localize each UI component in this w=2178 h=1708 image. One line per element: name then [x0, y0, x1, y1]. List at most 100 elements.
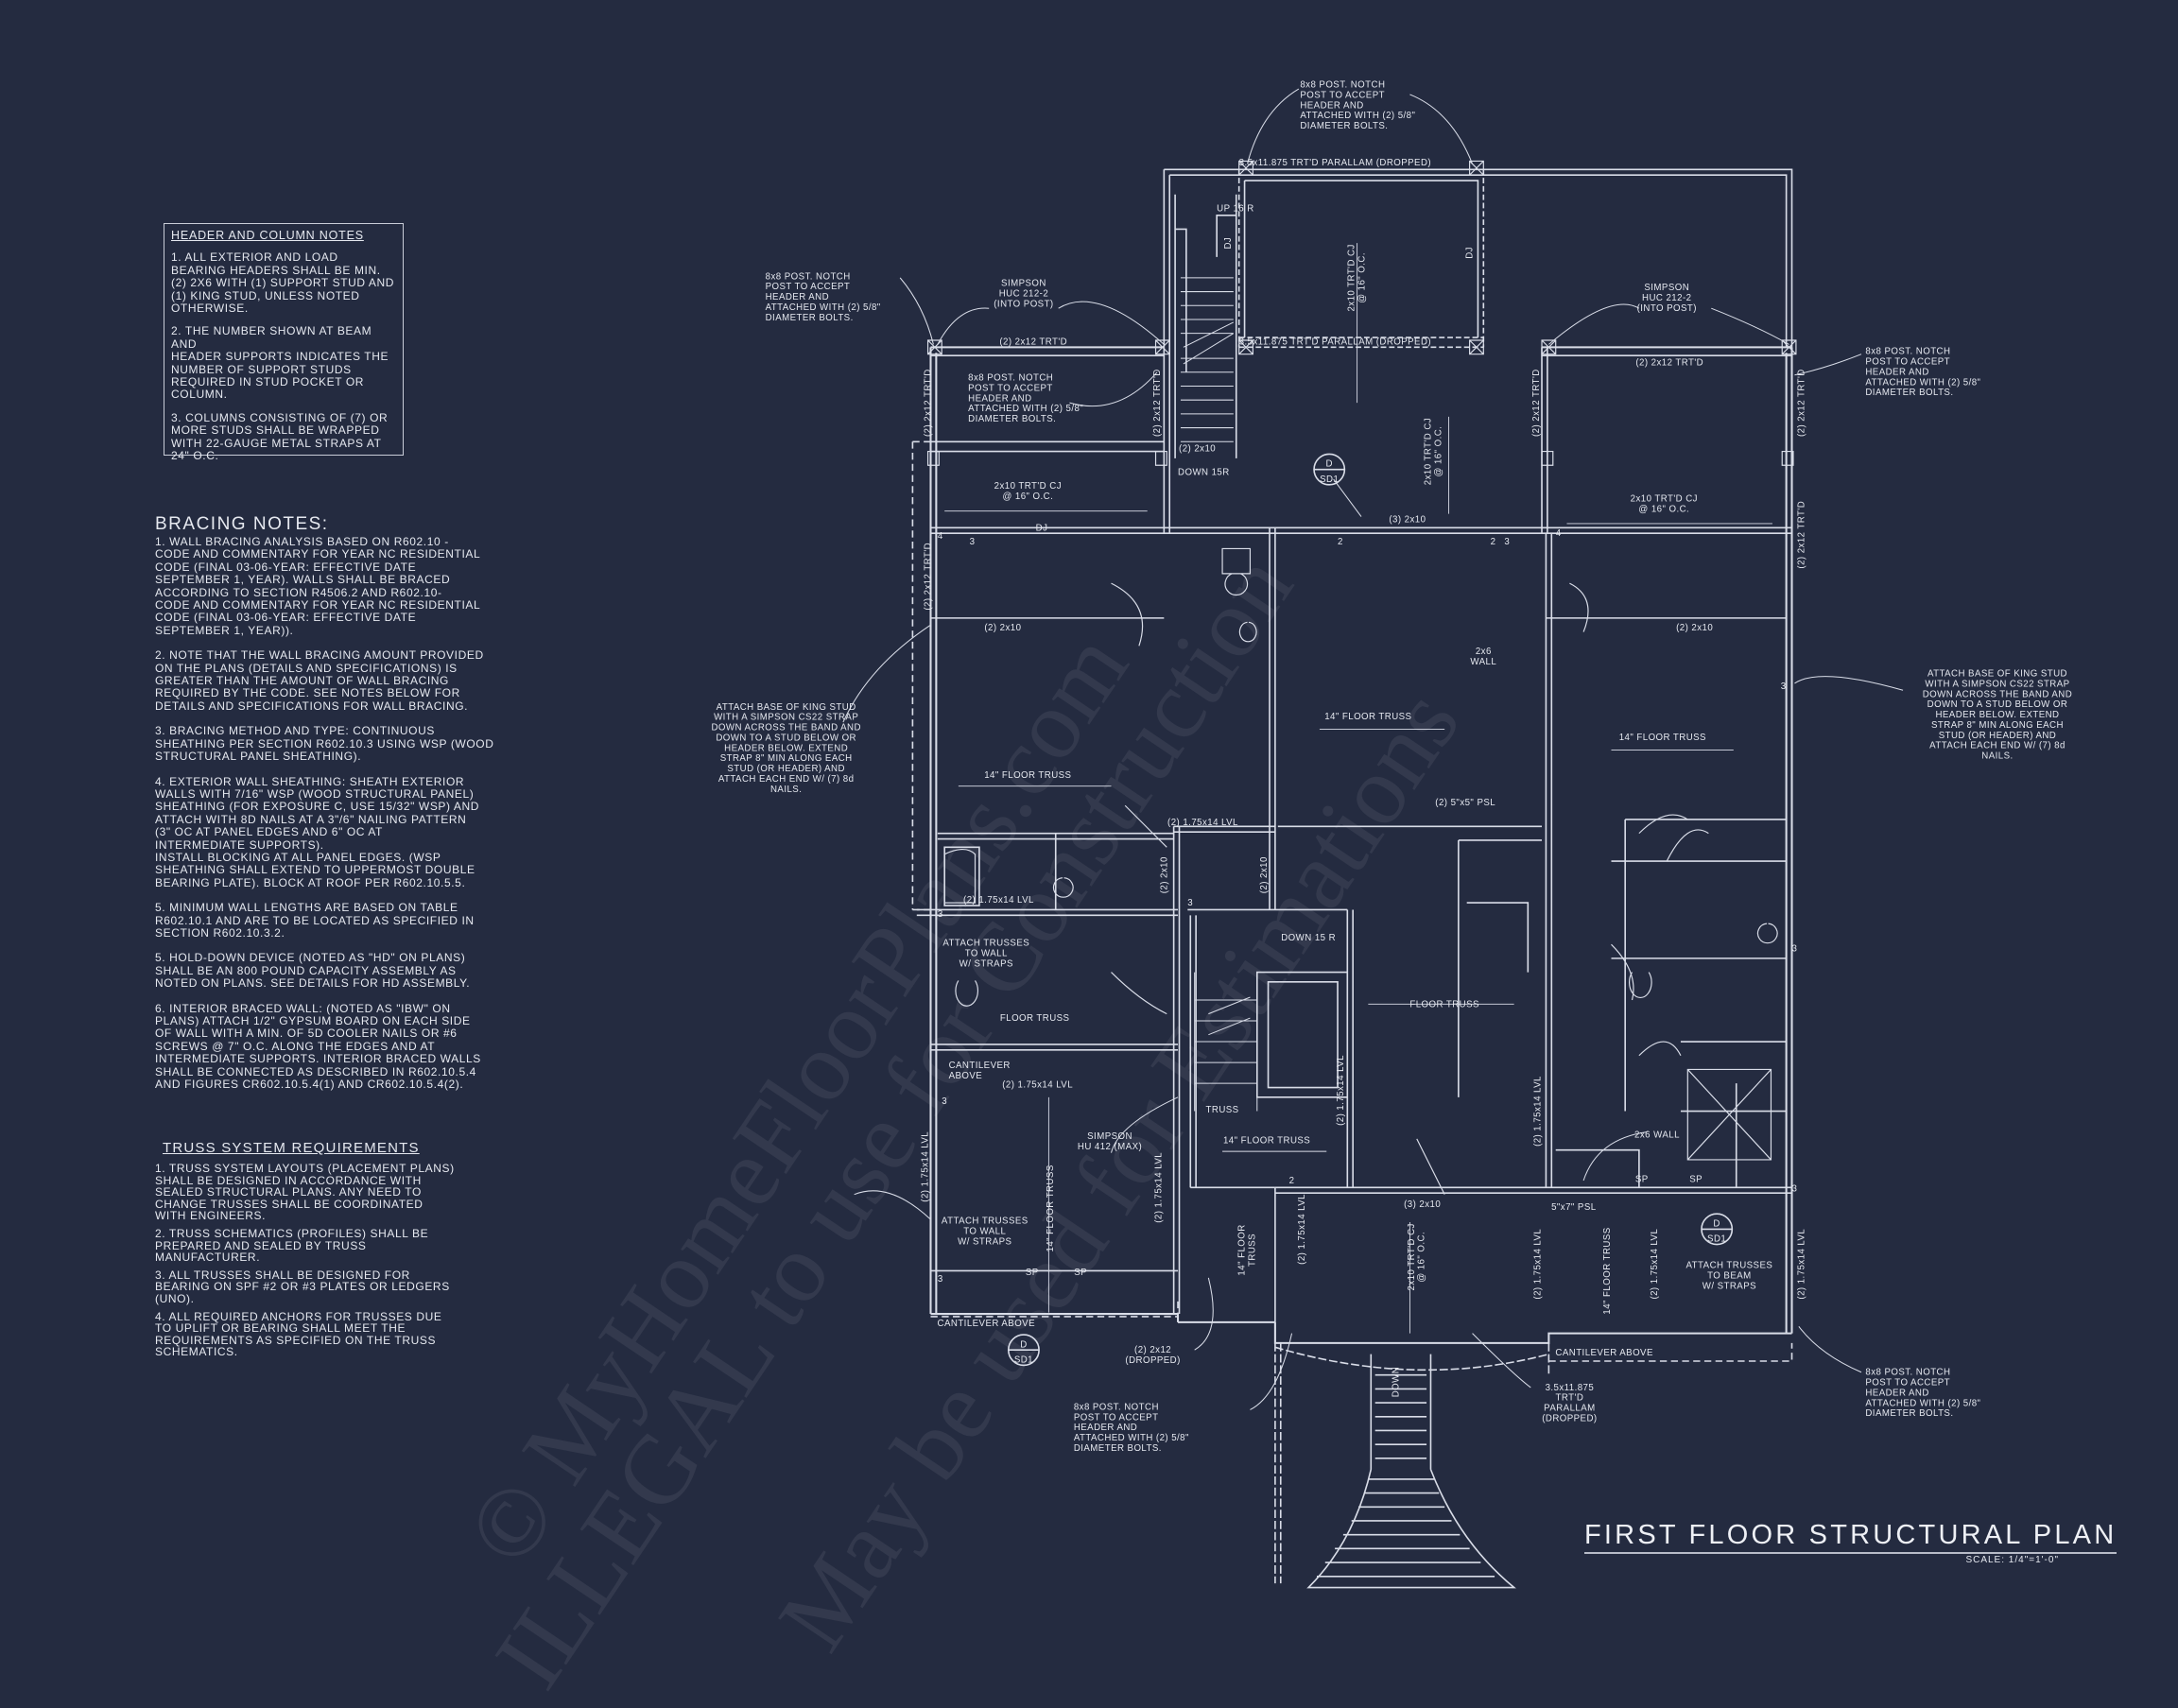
- beam-label-line: (2) 1.75x14 LVL: [1336, 1055, 1346, 1126]
- sp-label-line: SP: [1689, 1174, 1703, 1184]
- detail-tag-circles: [1007, 453, 1734, 1367]
- beam-lines: [916, 354, 1792, 1272]
- stud-count-line: 3: [1792, 1184, 1798, 1195]
- strap-callout-line: STRAP 8" MIN ALONG EACH: [1931, 720, 2064, 731]
- sp-label: SP: [1026, 1268, 1039, 1278]
- joist-label-line: 2x10 TRT'D CJ: [994, 481, 1062, 492]
- note-line: HEADER SUPPORTS INDICATES THE: [171, 350, 389, 364]
- truss-label-line: 14" FLOOR TRUSS: [984, 770, 1071, 781]
- note-line: SHALL BE AN 800 POUND CAPACITY ASSEMBLY …: [155, 963, 457, 977]
- beam-label-line: (2) 1.75x14 LVL: [963, 895, 1034, 906]
- detail-tag: SD1: [1014, 1354, 1033, 1365]
- stud-count-line: 3: [1504, 537, 1510, 547]
- beam-label: (2) 1.75x14 LVL: [1153, 1152, 1164, 1223]
- front-porch: [1274, 1342, 1550, 1584]
- stair-label: DOWN: [1392, 1367, 1402, 1397]
- note-line: 2. THE NUMBER SHOWN AT BEAM AND: [171, 324, 372, 351]
- porch-inner: [1243, 180, 1479, 338]
- header-label-line: (2) 2x12 TRT'D: [999, 336, 1067, 347]
- note-line: OF WALL WITH A MIN. OF 5d COOLER NAILS O…: [155, 1027, 458, 1041]
- post-callout-line: ATTACHED WITH (2) 5/8": [1865, 377, 1980, 388]
- header-label-line: (2) 2x10: [1259, 856, 1270, 893]
- hanger-label-line: (INTO POST): [1637, 303, 1697, 314]
- note-line: CODE (FINAL 03-06-YEAR: EFFECTIVE DATE: [155, 611, 417, 625]
- truss-label: 14" FLOOR TRUSS: [1046, 1165, 1056, 1251]
- post-callout-line: 8x8 POST. NOTCH: [1865, 347, 1950, 357]
- note-line: 2. TRUSS SCHEMATICS (PROFILES) SHALL BE: [155, 1226, 429, 1240]
- strap-callout-line: NAILS.: [770, 785, 802, 795]
- post-callout-line: ATTACHED WITH (2) 5/8": [766, 302, 881, 313]
- strap-callout-line: ATTACH TRUSSES: [942, 1216, 1028, 1227]
- drawing-scale: SCALE: 1/4"=1'-0": [1965, 1555, 2059, 1565]
- stud-count: 4: [938, 531, 943, 542]
- upper-stair: [1174, 194, 1237, 458]
- stud-count: 3: [1187, 898, 1193, 908]
- truss-note-item: 1. TRUSS SYSTEM LAYOUTS (PLACEMENT PLANS…: [155, 1163, 455, 1222]
- header-label-line: (2) 2x12 TRT'D: [1635, 357, 1703, 368]
- beam-label-line: (2) 1.75x14 LVL: [1533, 1076, 1544, 1147]
- stud-count-line: 3: [1781, 681, 1787, 692]
- note-line: R602.10.1 AND ARE TO BE LOCATED AS SPECI…: [155, 913, 475, 927]
- bracing-note-item: 1. WALL BRACING ANALYSIS BASED ON R602.1…: [155, 535, 494, 637]
- note-line: MANUFACTURER.: [155, 1251, 261, 1265]
- stud-count-line: 4: [938, 531, 943, 542]
- header-label: (2) 2x10: [1159, 856, 1169, 893]
- stud-count-line: 3: [942, 1096, 947, 1107]
- drawing-title: FIRST FLOOR STRUCTURAL PLAN: [1584, 1520, 2118, 1554]
- stud-count-line: 2: [1491, 537, 1496, 547]
- note-line: BEARING ON SPF #2 OR #3 PLATES OR LEDGER…: [155, 1280, 450, 1294]
- note-line: 4. EXTERIOR WALL SHEATHING: SHEATH EXTER…: [155, 774, 465, 788]
- note-line: COLUMN.: [171, 388, 228, 402]
- stud-count: 3: [1792, 1184, 1798, 1195]
- dj-label: DJ: [1465, 247, 1476, 259]
- truss-label-line: 14" FLOOR TRUSS: [1619, 733, 1706, 743]
- header-label-line: (3) 2x10: [1404, 1199, 1441, 1210]
- note-line: BEARING PLATE). BLOCK AT ROOF PER R602.1…: [155, 875, 466, 889]
- note-line: SHEATHING (FOR EXPOSURE C, USE 15/32" WS…: [155, 800, 480, 814]
- header-label: (2) 2x12 TRT'D: [1797, 501, 1807, 569]
- strap-callout-line: HEADER BELOW. EXTEND: [1935, 710, 2059, 720]
- truss-label: FLOOR TRUSS: [1409, 999, 1479, 1009]
- note-line: 1. TRUSS SYSTEM LAYOUTS (PLACEMENT PLANS…: [155, 1162, 455, 1175]
- header-label: (2) 2x12 TRT'D: [1531, 369, 1542, 437]
- note-line: GREATER THAN THE AMOUNT OF WALL BRACING: [155, 674, 449, 688]
- note-line: ATTACH WITH 8d NAILS AT A 3"/6" NAILING …: [155, 812, 467, 826]
- post-callout-line: HEADER AND: [1865, 1388, 1928, 1398]
- beam-label: (2) 1.75x14 LVL: [1797, 1229, 1807, 1300]
- header-notes-title: HEADER AND COLUMN NOTES: [171, 229, 364, 242]
- detail-tag: D: [1325, 459, 1332, 470]
- note-line: ON THE PLANS (DETAILS AND SPECIFICATIONS…: [155, 661, 458, 675]
- header-label: (3) 2x10: [1404, 1199, 1441, 1210]
- detail-tag: SD1: [1707, 1234, 1726, 1245]
- strap-callout-line: NAILS.: [1981, 751, 2013, 762]
- beam-label: (2) 1.75x14 LVL: [1297, 1194, 1307, 1265]
- note-line: WITH 22-GAUGE METAL STRAPS AT: [171, 436, 382, 450]
- header-label-line: (2) 2x10: [1676, 623, 1713, 633]
- wall-label-line: WALL: [1470, 657, 1496, 667]
- beam-label: (2) 1.75x14 LVL: [1002, 1080, 1073, 1091]
- cantilever-label-line: CANTILEVER ABOVE: [1555, 1348, 1653, 1358]
- note-line: SHALL BE CONNECTED AS DESCRIBED IN R602.…: [155, 1064, 476, 1078]
- strap-callout-line: HEADER BELOW. EXTEND: [724, 743, 848, 753]
- note-line: STRUCTURAL PANEL SHEATHING).: [155, 750, 362, 764]
- note-line: SHALL BE DESIGNED IN ACCORDANCE WITH: [155, 1173, 422, 1187]
- note-line: 2. NOTE THAT THE WALL BRACING AMOUNT PRO…: [155, 648, 484, 663]
- header-label: (2) 2x10: [1259, 856, 1270, 893]
- stud-count-line: 3: [970, 537, 976, 547]
- note-line: AND FIGURES CR602.10.5.4(1) AND CR602.10…: [155, 1078, 464, 1092]
- sp-label-line: SP: [1635, 1174, 1649, 1184]
- post-callout-line: POST TO ACCEPT: [1074, 1412, 1159, 1423]
- stud-count-line: 2: [1289, 1176, 1295, 1186]
- beam-label-line: (2) 1.75x14 LVL: [1797, 1229, 1807, 1300]
- detail-tag: SD1: [1320, 474, 1339, 485]
- header-label: (2) 2x12 TRT'D: [1152, 369, 1163, 437]
- strap-callout-line: DOWN ACROSS THE BAND AND: [711, 723, 860, 733]
- sp-label: SP: [1689, 1174, 1703, 1184]
- truss-label-line: TRUSS: [1247, 1234, 1257, 1267]
- cantilever-label-line: CANTILEVER: [949, 1061, 1011, 1071]
- strap-callout-line: TO BEAM: [1707, 1270, 1752, 1281]
